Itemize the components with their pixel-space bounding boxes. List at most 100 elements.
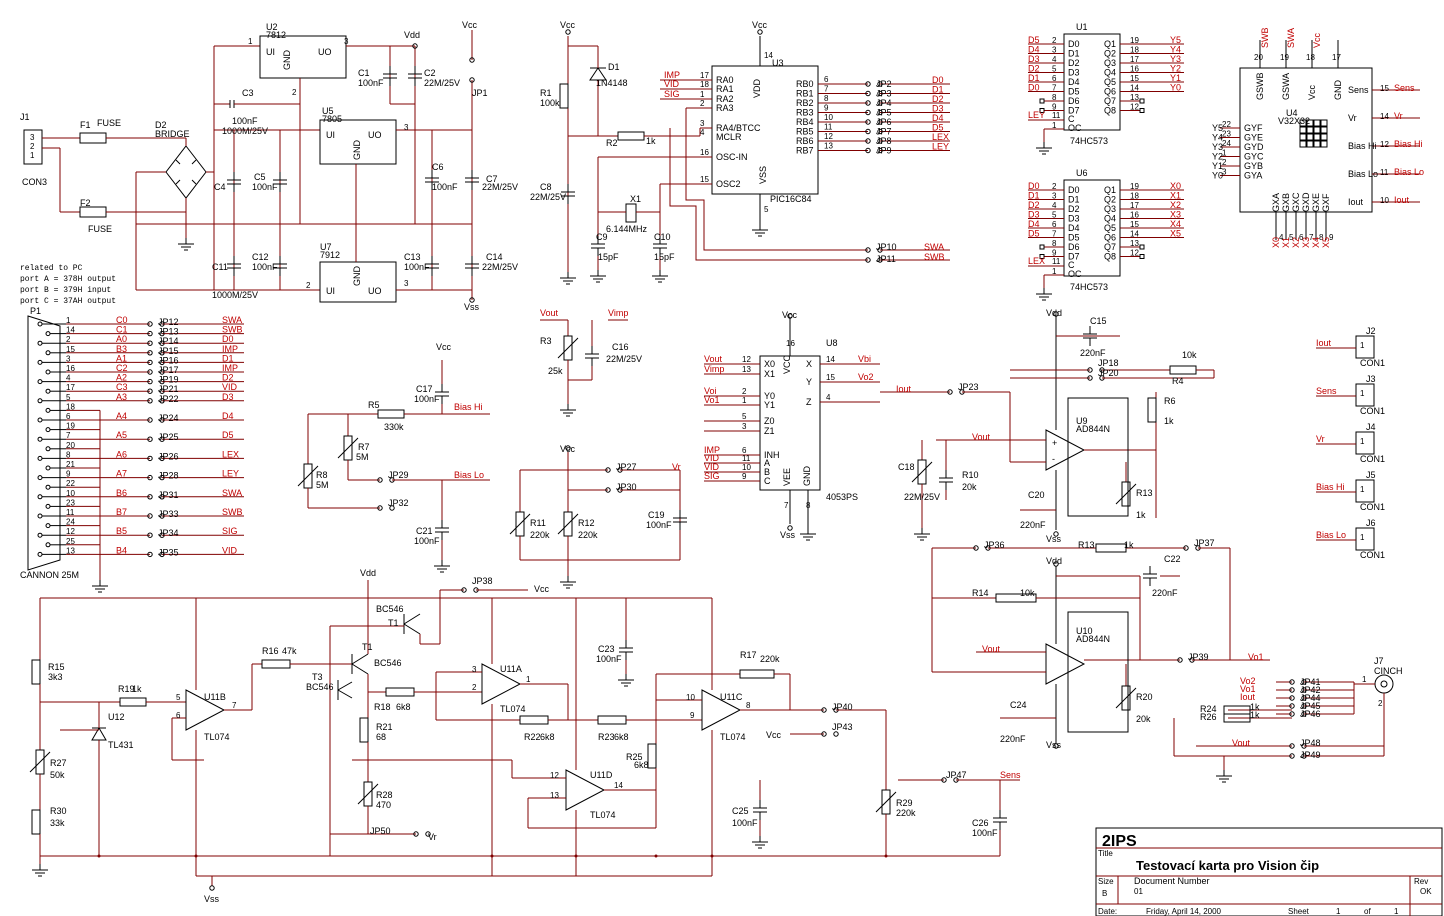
r1-ref: R1 xyxy=(540,88,552,98)
u10-vdd: Vdd xyxy=(1046,556,1062,566)
pin: 14 xyxy=(826,355,835,364)
r27-ref: R27 xyxy=(50,758,67,768)
r17-ref: R17 xyxy=(740,650,757,660)
pin: 10 xyxy=(686,693,695,702)
latch-pin: Q1 xyxy=(1104,185,1116,195)
pin: 6 xyxy=(1052,220,1057,229)
pin: 9 xyxy=(742,472,747,481)
pic-net-label: LEX xyxy=(932,132,949,142)
t1-ref: T1 xyxy=(388,618,399,628)
pic-pin-name: RA3 xyxy=(716,103,734,113)
jp-ref: JP24 xyxy=(158,413,179,423)
p1-port: A5 xyxy=(116,430,127,440)
pin: 13 xyxy=(66,546,75,555)
size-value: B xyxy=(1102,889,1107,898)
c19-value: 100nF xyxy=(646,520,672,530)
c7-ref: C7 xyxy=(486,174,498,184)
u3-vdd: VDD xyxy=(752,78,762,98)
swb-net: SWB xyxy=(924,252,945,262)
pin: + xyxy=(1052,438,1057,448)
p1-port: C2 xyxy=(116,363,128,373)
pin: 5 xyxy=(1052,211,1057,220)
con-net: Bias Lo xyxy=(1316,530,1346,540)
r15-value: 3k3 xyxy=(48,672,63,682)
jp-ref: JP31 xyxy=(158,490,179,500)
c4-ref: C4 xyxy=(214,182,226,192)
con-net: Vr xyxy=(1316,434,1325,444)
c26-ref: C26 xyxy=(972,818,989,828)
latch-pin: Q6 xyxy=(1104,233,1116,243)
vimp-net: Vimp xyxy=(608,308,628,318)
pic-pin-name: RB1 xyxy=(796,89,814,99)
d1-ref: D1 xyxy=(608,62,620,72)
jp-ref: JP6 xyxy=(876,117,892,127)
pin: 16 xyxy=(66,364,75,373)
u11b-value: TL074 xyxy=(204,732,230,742)
vision-pin: Vr xyxy=(1348,113,1357,123)
r3-value: 25k xyxy=(548,366,563,376)
pin: 21 xyxy=(66,460,75,469)
r5-ref: R5 xyxy=(368,400,380,410)
vision-pin: Bias Lo xyxy=(1348,169,1378,179)
pin: 4 xyxy=(826,393,831,402)
docnum-value: 01 xyxy=(1134,887,1143,896)
c11-ref: C11 xyxy=(212,262,228,272)
con-net: Iout xyxy=(1316,338,1332,348)
mux-pin: Z0 xyxy=(764,416,775,426)
pin: 7 xyxy=(1052,230,1057,239)
pin: 7 xyxy=(232,701,237,710)
jp50-vr: Vr xyxy=(428,832,437,842)
jp-ref: JP32 xyxy=(388,498,409,508)
vision-pin: Vcc xyxy=(1307,84,1317,100)
c14-ref: C14 xyxy=(486,252,503,262)
sheet-value: 1 xyxy=(1336,907,1341,916)
u7-ui: UI xyxy=(326,286,335,296)
r3-ref: R3 xyxy=(540,336,552,346)
pin: 5 xyxy=(742,412,747,421)
u8-vcc-rail: Vcc xyxy=(782,310,798,320)
vision-pin: GYB xyxy=(1244,161,1263,171)
mux-net: Voi xyxy=(704,386,717,396)
mux-pin: X0 xyxy=(764,359,775,369)
pin: 1 xyxy=(1360,485,1365,494)
mux-net: VID xyxy=(704,462,720,472)
pin: 2 xyxy=(1222,158,1227,167)
p1-net: D2 xyxy=(222,373,234,383)
latch-pin: D6 xyxy=(1068,96,1080,106)
pin: 25 xyxy=(66,537,75,546)
latch-net: X0 xyxy=(1170,181,1181,191)
pin: 8 xyxy=(806,501,811,510)
latch-pin: D2 xyxy=(1068,58,1080,68)
latch-net: D5 xyxy=(1028,35,1040,45)
r20-value: 20k xyxy=(1136,714,1151,724)
vision-net: Iout xyxy=(1394,195,1410,205)
x1-value: 6.144MHz xyxy=(606,224,648,234)
latch-pin: D2 xyxy=(1068,204,1080,214)
p1-port: A1 xyxy=(116,353,127,363)
pin: 19 xyxy=(1130,182,1139,191)
pin: 13 xyxy=(1130,239,1139,248)
c19-ref: C19 xyxy=(648,510,665,520)
r16-ref: R16 xyxy=(262,646,279,656)
u3-vss: VSS xyxy=(758,166,768,184)
pin: 15 xyxy=(1380,84,1389,93)
pic-net-label: D1 xyxy=(932,85,944,95)
latch-pin: Q2 xyxy=(1104,195,1116,205)
pin: 6 xyxy=(1299,233,1304,242)
pc-port-note: related to PC xyxy=(20,264,83,273)
c23-value: 100nF xyxy=(596,654,622,664)
jp-ref: JP26 xyxy=(158,451,179,461)
vision-net: X2 xyxy=(1291,237,1301,248)
latch-net: D3 xyxy=(1028,210,1040,220)
rev-value: OK xyxy=(1420,887,1432,896)
u5-ref: U5 xyxy=(322,106,334,116)
vision-pin: GND xyxy=(1333,80,1343,101)
r19-value: 1k xyxy=(132,684,142,694)
r14-value: 10k xyxy=(1020,588,1035,598)
pin: 1 xyxy=(1360,389,1365,398)
pic-net-label: VID xyxy=(664,79,680,89)
latch-net: LEX xyxy=(1028,256,1045,266)
pic-pin-name: RB4 xyxy=(796,117,814,127)
pin: 20 xyxy=(66,441,75,450)
